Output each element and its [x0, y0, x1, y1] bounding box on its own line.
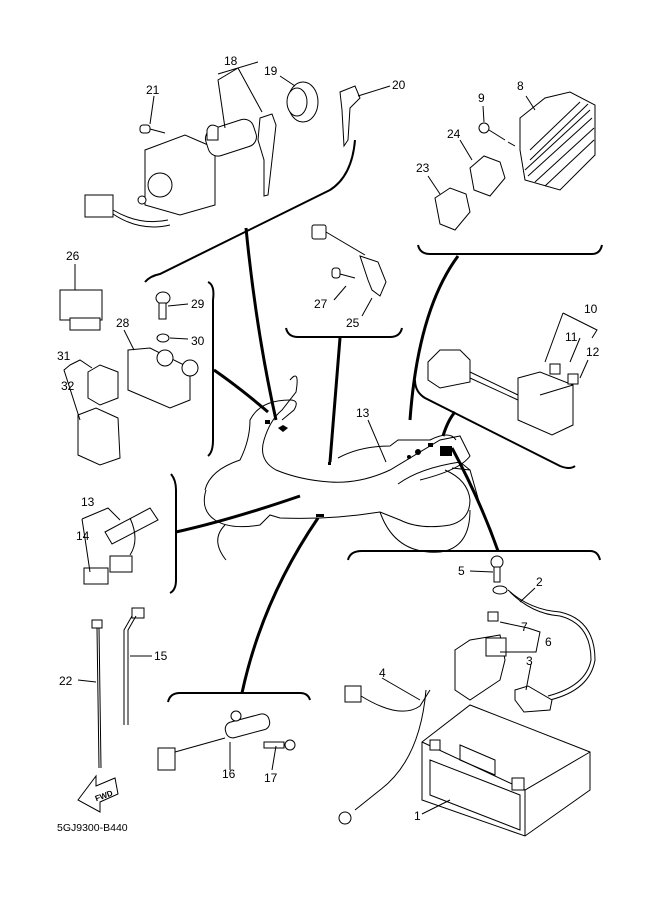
callout-21: 21: [146, 83, 160, 97]
screw-29: [155, 291, 171, 320]
fuse-7: [487, 611, 499, 622]
callout-7: 7: [521, 620, 528, 634]
callout-8: 8: [517, 79, 524, 93]
battery-1: [421, 704, 591, 837]
key-20: [339, 85, 361, 148]
callout-32: 32: [61, 379, 75, 393]
callout-20: 20: [392, 78, 406, 92]
minus-lead-4: [338, 685, 431, 825]
rectifier-regulator-8: [519, 91, 596, 191]
leader-harness: [175, 494, 301, 534]
callout-12: 12: [586, 345, 600, 359]
fuse-12: [567, 373, 579, 385]
callout-15: 15: [154, 649, 168, 663]
callout-28: 28: [116, 316, 130, 330]
relay-31: [87, 364, 119, 406]
callout-5: 5: [458, 564, 465, 578]
fuse-11: [549, 363, 561, 375]
callout-14: 14: [76, 529, 90, 543]
cable-tie-15: [123, 607, 145, 725]
starter-relay-6: [454, 634, 507, 701]
leader-switch: [240, 517, 320, 694]
cable-tie-22: [91, 619, 103, 769]
callout-3: 3: [526, 654, 533, 668]
relay-23: [434, 187, 471, 231]
callout-10: 10: [584, 302, 598, 316]
rectifier-group-frame: [417, 244, 603, 255]
callout-11: 11: [565, 330, 578, 344]
battery-group-frame: [347, 550, 601, 561]
bolt-9: [478, 122, 516, 147]
fuse-box-group-frame: [414, 379, 576, 469]
diagram-reference-code: 5GJ9300-B440: [57, 822, 128, 834]
fwd-arrow-icon: [77, 774, 119, 813]
switch-16: [157, 710, 271, 771]
wire-harness-13: [104, 507, 159, 556]
battery-cover-3: [514, 685, 553, 713]
callout-17: 17: [264, 771, 278, 785]
leader-main-switch: [244, 227, 278, 421]
screw-21: [139, 124, 166, 134]
relay-24: [469, 155, 506, 197]
callout-19: 19: [264, 64, 278, 78]
fuse-box-10: [427, 349, 574, 436]
leader-relay: [213, 368, 269, 414]
callout-leaders: [63, 61, 598, 815]
callout-22: 22: [59, 674, 73, 688]
main-switch-assembly: [84, 118, 257, 228]
switch-group-frame: [167, 692, 311, 703]
leader-battery: [450, 447, 500, 552]
sensor-group-frame: [285, 327, 403, 338]
callout-23: 23: [416, 161, 430, 175]
callout-26: 26: [66, 249, 80, 263]
callout-16: 16: [222, 767, 236, 781]
callout-9: 9: [478, 91, 485, 105]
callout-18: 18: [224, 54, 238, 68]
sensor-25: [311, 224, 387, 297]
callout-6: 6: [545, 635, 552, 649]
callout-13-main: 13: [356, 406, 370, 420]
scooter-outline: [203, 375, 481, 561]
relay-group-frame: [207, 281, 215, 457]
callout-29: 29: [191, 297, 205, 311]
screw-17: [263, 739, 296, 751]
flasher-relay-28: [127, 347, 199, 409]
callout-4: 4: [379, 666, 386, 680]
callout-25: 25: [346, 316, 360, 330]
callout-31: 31: [57, 349, 71, 363]
callout-1: 1: [414, 809, 421, 823]
key-blank-18: [257, 113, 277, 197]
bolt-5: [490, 555, 508, 595]
harness-group-frame: [169, 473, 177, 594]
callout-27: 27: [314, 297, 328, 311]
washer-30: [156, 333, 170, 343]
connector-14: [83, 555, 133, 585]
lock-cover-19: [286, 81, 319, 123]
relay-socket-32: [77, 407, 121, 466]
callout-24: 24: [447, 127, 461, 141]
bolt-27: [331, 267, 356, 279]
leader-fuse: [441, 411, 457, 437]
callout-30: 30: [191, 334, 205, 348]
callout-13-harness: 13: [81, 495, 95, 509]
leader-rectifier: [408, 255, 460, 421]
battery-cable-2: [507, 589, 596, 701]
leader-sensor: [328, 337, 342, 463]
relay-26: [59, 289, 103, 331]
callout-2: 2: [536, 575, 543, 589]
